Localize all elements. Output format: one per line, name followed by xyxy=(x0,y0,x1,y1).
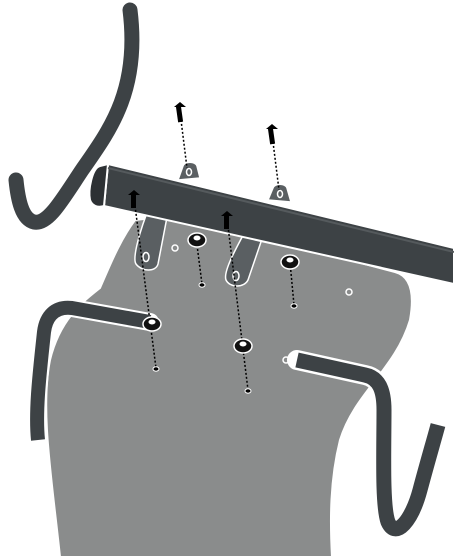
tab-hole xyxy=(276,189,284,199)
left-handle-tube xyxy=(28,298,159,449)
screw-1 xyxy=(174,102,188,169)
target-hole xyxy=(290,303,298,309)
guide-line xyxy=(226,217,249,391)
guide-line xyxy=(289,261,295,306)
seat-plate xyxy=(45,213,413,557)
target-hole xyxy=(244,388,252,394)
plate-hole xyxy=(345,288,353,296)
plate-hole xyxy=(171,244,179,252)
crossbar-end-cap xyxy=(88,162,110,208)
screw-3 xyxy=(128,190,157,369)
bracket-slot xyxy=(142,251,150,263)
nut-4 xyxy=(233,338,253,354)
screw-4 xyxy=(221,211,249,391)
bracket-slot xyxy=(232,270,240,282)
plate-holes xyxy=(171,244,353,364)
target-hole xyxy=(152,366,160,372)
nut-2 xyxy=(280,254,300,270)
guide-line xyxy=(133,197,157,369)
nut-1 xyxy=(187,232,207,248)
crossbar xyxy=(88,162,454,286)
bracket-right xyxy=(224,227,264,287)
target-hole xyxy=(198,282,206,288)
screw-2 xyxy=(266,124,280,191)
bracket-tab-left xyxy=(176,161,201,181)
target-holes xyxy=(152,282,298,394)
nut-3 xyxy=(142,316,162,332)
guide-line xyxy=(196,244,203,285)
tab-hole xyxy=(185,167,193,177)
right-handle-tube xyxy=(287,350,448,539)
top-handle-tube xyxy=(6,0,142,233)
bracket-left xyxy=(134,204,169,271)
bracket-tab-right xyxy=(266,183,293,203)
